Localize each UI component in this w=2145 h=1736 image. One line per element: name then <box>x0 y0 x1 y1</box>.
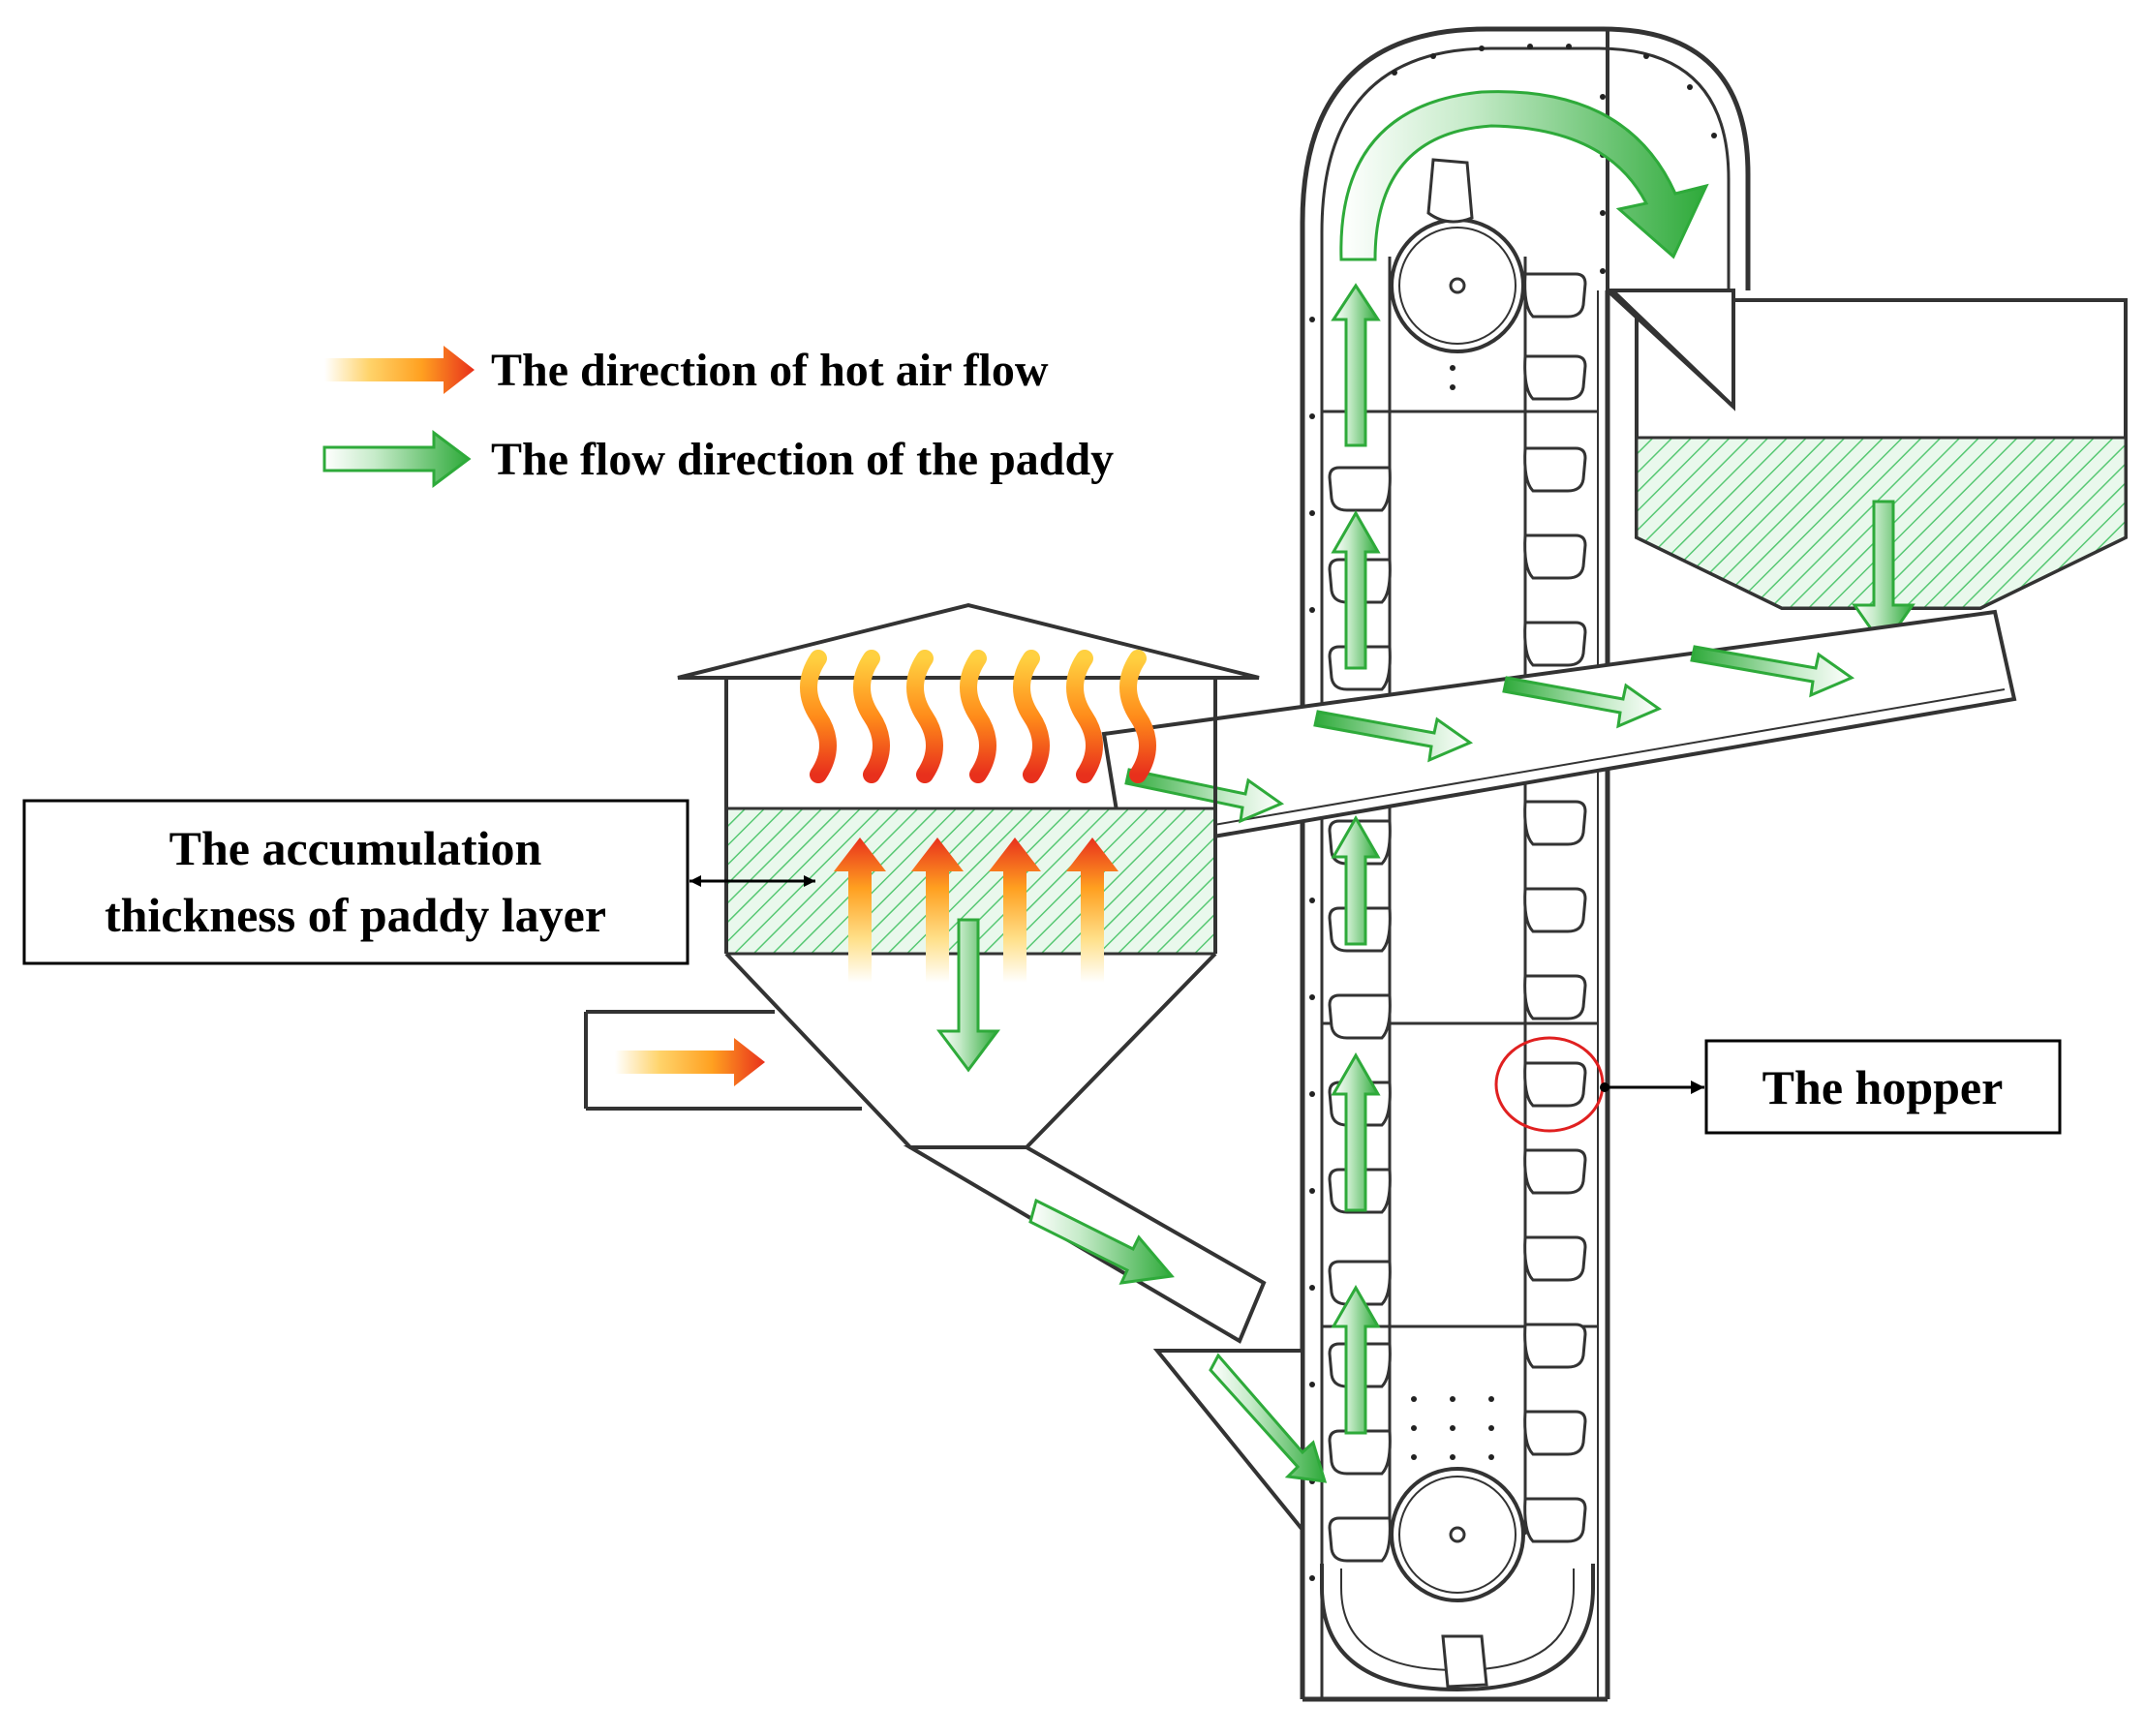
top-curved-flow-arrow <box>1339 90 1709 261</box>
layer-callout-line2: thickness of paddy layer <box>105 888 606 942</box>
legend-hot-air-label: The direction of hot air flow <box>491 345 1049 396</box>
legend: The direction of hot air flow The flow d… <box>322 345 1114 488</box>
elevator-feed-inlet <box>1152 1349 1328 1536</box>
bucket-elevator <box>1300 26 1751 1702</box>
paddy-flow-arrow-icon <box>322 430 472 488</box>
legend-paddy-label: The flow direction of the paddy <box>491 434 1114 485</box>
hopper-callout: The hopper <box>1494 1036 2062 1135</box>
hot-air-arrow-icon <box>324 346 475 394</box>
hopper-label: The hopper <box>1762 1060 2004 1114</box>
layer-callout-line1: The accumulation <box>169 821 542 875</box>
dryer-chamber <box>584 602 1267 1344</box>
paddy-layer-callout: The accumulation thickness of paddy laye… <box>22 799 815 965</box>
heat-wave-icon <box>800 650 1156 783</box>
feed-bin <box>1606 289 2128 650</box>
